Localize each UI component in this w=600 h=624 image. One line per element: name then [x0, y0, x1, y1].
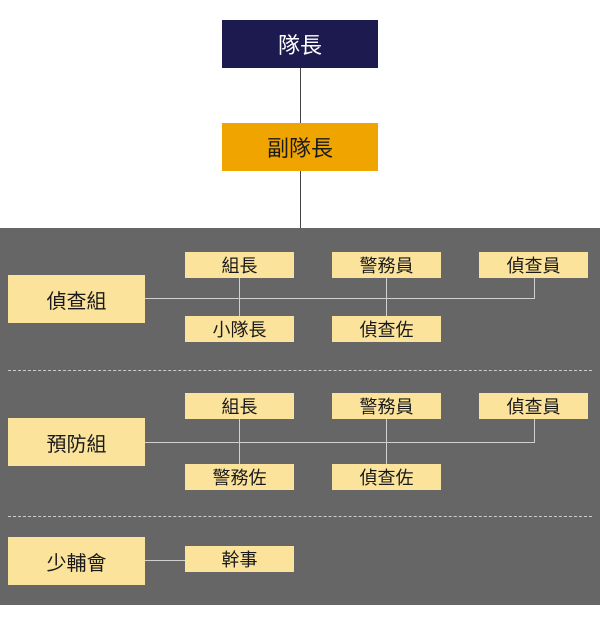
connector-v-unit-2-b — [386, 419, 387, 464]
role-box: 小隊長 — [185, 316, 294, 342]
divider — [8, 516, 592, 517]
role-box: 警務員 — [332, 252, 441, 278]
connector-v-unit-1-c — [534, 278, 535, 298]
role-box: 偵查員 — [479, 252, 588, 278]
role-box: 偵查員 — [479, 393, 588, 419]
role-box: 偵查佐 — [332, 464, 441, 490]
unit-investigation: 偵查組 — [8, 275, 145, 323]
connector-h-unit-3 — [145, 560, 185, 561]
unit-prevention: 預防組 — [8, 418, 145, 466]
connector-deputy-units — [300, 171, 301, 228]
deputy-box: 副隊長 — [222, 123, 378, 171]
chief-box: 隊長 — [222, 20, 378, 68]
connector-v-unit-2-c — [534, 419, 535, 442]
connector-h-unit-2 — [145, 442, 535, 443]
role-box: 組長 — [185, 252, 294, 278]
unit-youth-counseling: 少輔會 — [8, 537, 145, 585]
role-box: 警務員 — [332, 393, 441, 419]
connector-v-unit-1-a — [239, 278, 240, 316]
role-box: 警務佐 — [185, 464, 294, 490]
role-box: 偵查佐 — [332, 316, 441, 342]
connector-h-unit-1 — [145, 298, 535, 299]
divider — [8, 370, 592, 371]
connector-v-unit-2-a — [239, 419, 240, 464]
role-box: 組長 — [185, 393, 294, 419]
role-box: 幹事 — [185, 546, 294, 572]
connector-chief-deputy — [300, 68, 301, 123]
connector-v-unit-1-b — [386, 278, 387, 316]
